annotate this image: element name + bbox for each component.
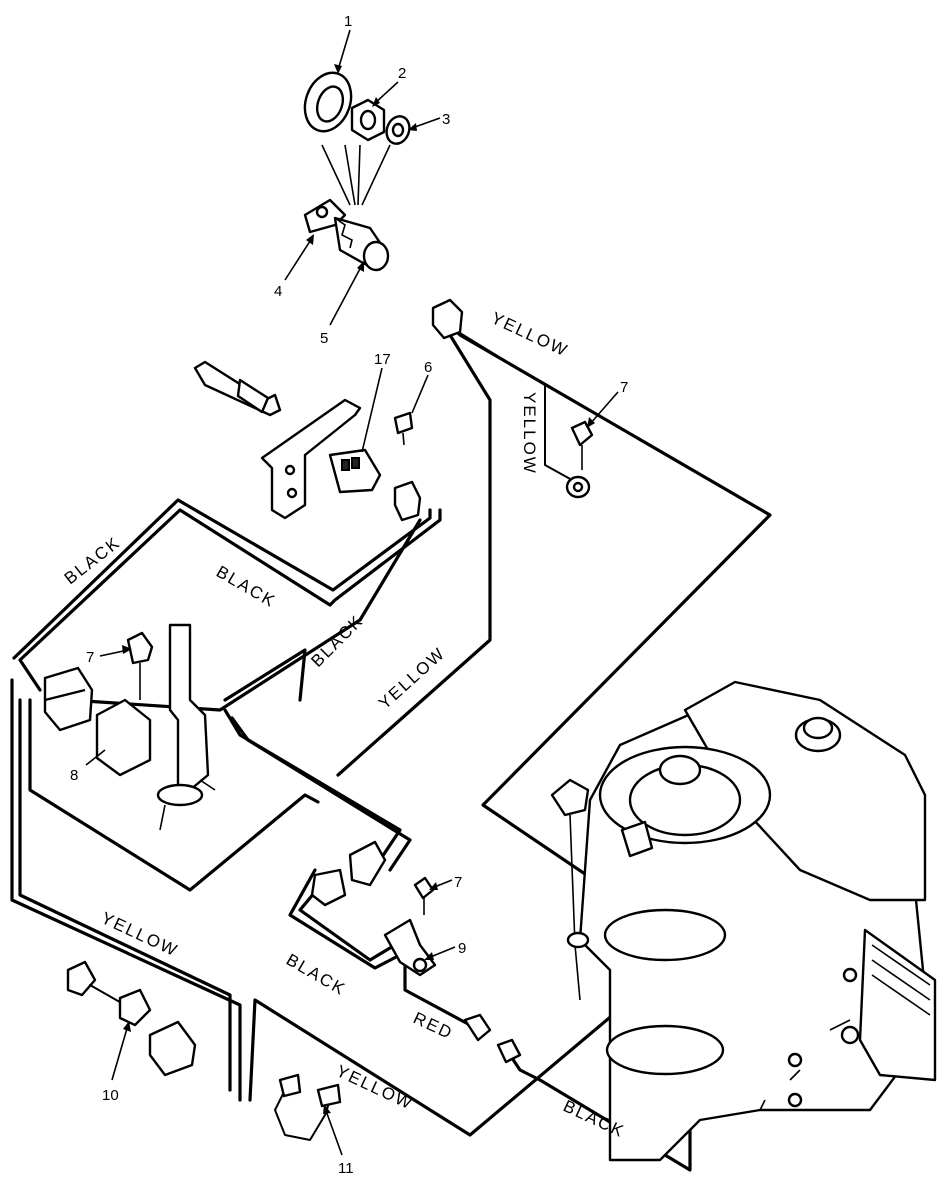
red-connector-b: [496, 1038, 522, 1064]
bracket-plate: [260, 398, 362, 520]
key-switch-assembly: [303, 71, 411, 272]
connector-top: [431, 298, 464, 340]
part-7-screw-top: [570, 420, 594, 447]
muffler: [858, 928, 937, 1082]
callout-9: 9: [458, 940, 466, 957]
black-wire-outer-b: [12, 498, 432, 660]
fuel-tank: [683, 680, 927, 902]
part-17-switch: [328, 448, 382, 494]
callout-3: 3: [442, 111, 450, 128]
black-wire-inner-b: [223, 648, 307, 702]
part-9-switch: [383, 918, 437, 977]
red-connector-a: [463, 1013, 492, 1042]
yellow-wire-ground: [454, 329, 573, 481]
part-11-terminal-a: [278, 1073, 302, 1098]
steering-column: [168, 623, 210, 792]
mid-connector: [310, 840, 387, 907]
engine-connector: [620, 820, 654, 858]
connector-mid: [348, 840, 387, 887]
yellow-wire-mid: [336, 333, 492, 777]
label-yellow-top: YELLOW: [488, 308, 571, 360]
black-wire-mid: [223, 708, 402, 862]
callout-8: 8: [70, 767, 78, 784]
bracket-arm: [193, 360, 282, 417]
solenoid-cluster: [43, 623, 216, 831]
part-6-screw: [393, 411, 414, 435]
connector-left: [43, 666, 94, 732]
yellow-wire-bottom: [248, 948, 692, 1137]
red-wire: [403, 963, 472, 1027]
connector-bracket: [393, 480, 422, 522]
callout-4: 4: [274, 283, 282, 300]
label-black-mid: BLACK: [307, 611, 367, 671]
callout-5: 5: [320, 330, 328, 347]
black-wire-left-loop: [28, 698, 320, 892]
callout-7-lower: 7: [454, 874, 462, 891]
callout-11: 11: [338, 1160, 354, 1177]
black-wire-lower-b: [288, 868, 402, 970]
callout-10: 10: [102, 1087, 119, 1104]
label-yellow-bottom: YELLOW: [333, 1061, 416, 1113]
callout-numbers: 1 2 3 4 5 6 17 7 7 8 7 9 10 11: [70, 13, 628, 1177]
part-7-bolt-lower: [413, 876, 435, 900]
bracket-assembly: [193, 360, 422, 522]
callout-6: 6: [424, 359, 432, 376]
engine: [550, 680, 937, 1162]
yellow-wire-left-b: [18, 698, 232, 1092]
callout-2: 2: [398, 65, 406, 82]
connector-mid-b: [310, 868, 347, 907]
part-8-solenoid: [95, 698, 152, 777]
part-7-bolt-left: [126, 631, 154, 665]
black-wire-mid-b: [230, 716, 412, 872]
label-black-lower: BLACK: [283, 950, 349, 999]
callout-7-top: 7: [620, 379, 628, 396]
yellow-wire-left: [10, 678, 242, 1102]
label-yellow-vertical: YELLOW: [520, 392, 539, 475]
callout-leaders: [85, 29, 619, 1156]
part-10-connector-b: [118, 988, 152, 1027]
engine-flywheel: [603, 908, 727, 962]
label-yellow-mid: YELLOW: [375, 643, 449, 713]
top-connector: [431, 298, 594, 499]
callout-7-left: 7: [86, 649, 94, 666]
callout-1: 1: [344, 13, 352, 30]
label-black-inner: BLACK: [213, 562, 279, 611]
part-10-connector-a: [66, 960, 97, 997]
red-wire-b: [508, 1053, 542, 1082]
connector-left-lower: [148, 1020, 197, 1077]
black-wire-outer: [18, 508, 442, 692]
callout-17: 17: [374, 351, 391, 368]
part-11-terminal-b: [316, 1083, 342, 1108]
dipstick-knob: [550, 778, 590, 817]
